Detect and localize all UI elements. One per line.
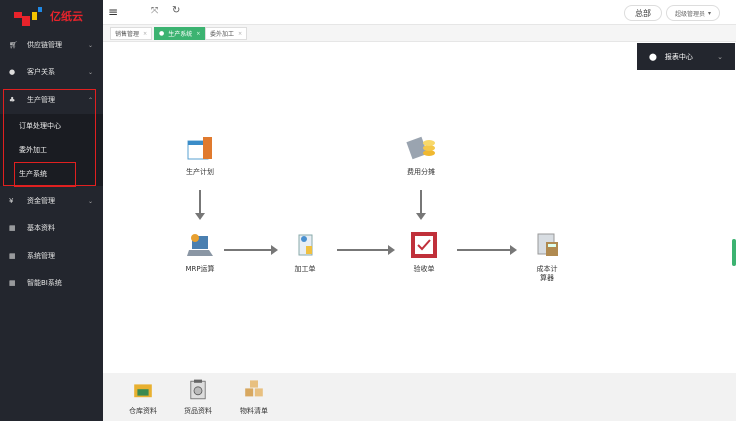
- caret-down-icon: ▾: [708, 9, 712, 17]
- menu-toggle-icon[interactable]: ≡: [108, 5, 119, 19]
- sidebar-item-basic-data[interactable]: ▦基本资料: [9, 224, 55, 232]
- refresh-icon[interactable]: ↻: [172, 5, 181, 16]
- sidebar-item-system[interactable]: ▦系统管理: [9, 252, 55, 260]
- user-menu-button[interactable]: 超级管理员▾: [666, 5, 720, 21]
- arrowhead-icon: [271, 245, 278, 255]
- flow-cost-allocation[interactable]: 费用分摊: [391, 133, 451, 177]
- arrow-right: [337, 249, 389, 251]
- calculator-icon: [537, 233, 558, 256]
- sidebar-item-finance[interactable]: ¥资金管理⌄: [9, 197, 93, 205]
- branch-button[interactable]: 总部: [624, 5, 662, 21]
- chevron-down-icon: ⌄: [87, 197, 93, 205]
- quick-link-warehouse[interactable]: 仓库资料: [113, 378, 173, 416]
- arrowhead-icon: [416, 213, 426, 220]
- active-dot-icon: ●: [159, 30, 165, 37]
- close-icon[interactable]: ×: [143, 30, 148, 37]
- clipboard-icon: [190, 379, 206, 400]
- sitemap-icon: ♣: [9, 96, 16, 104]
- warehouse-icon: [134, 384, 152, 398]
- users-icon: ●: [9, 68, 16, 76]
- boxes-icon: [245, 380, 263, 397]
- mrp-laptop-icon: [187, 234, 213, 256]
- arrow-down: [420, 190, 422, 214]
- report-center-dropdown[interactable]: ⬤ 报表中心 ⌄: [637, 43, 735, 70]
- tab-production-system[interactable]: ●生产系统×: [154, 27, 206, 40]
- chevron-down-icon: ⌄: [87, 41, 93, 49]
- arrow-right: [224, 249, 272, 251]
- arrow-right: [457, 249, 511, 251]
- quick-links-bar: 仓库资料 货品资料 物料清单: [103, 373, 736, 421]
- acceptance-form-icon: [411, 232, 437, 258]
- close-icon[interactable]: ×: [196, 30, 201, 37]
- logo-mark-icon: [14, 7, 42, 26]
- flow-acceptance[interactable]: 验收单: [394, 230, 454, 274]
- arrowhead-icon: [388, 245, 395, 255]
- grid-icon: ▦: [9, 224, 16, 232]
- sidebar-item-bi[interactable]: ▦智能BI系统: [9, 279, 62, 287]
- cart-icon: 🛒︎: [9, 41, 18, 49]
- tab-outsourcing[interactable]: 委外加工×: [205, 27, 248, 40]
- flow-cost-calculator[interactable]: 成本计算器: [517, 230, 577, 283]
- flow-mrp[interactable]: MRP运算: [170, 230, 230, 274]
- sidebar-item-customer[interactable]: ●客户关系⌄: [9, 68, 93, 76]
- subitem-production-system[interactable]: 生产系统: [0, 162, 103, 186]
- close-icon[interactable]: ×: [238, 30, 243, 37]
- production-plan-icon: [187, 137, 212, 160]
- flow-work-order[interactable]: 加工单: [275, 230, 335, 274]
- arrowhead-icon: [510, 245, 517, 255]
- chevron-down-icon: ⌄: [717, 52, 723, 61]
- tab-bar: 销售管理× ●生产系统× 委外加工×: [103, 25, 736, 42]
- flow-plan[interactable]: 生产计划: [170, 133, 230, 177]
- tab-sales[interactable]: 销售管理×: [110, 27, 153, 40]
- yen-icon: ¥: [9, 197, 14, 205]
- fullscreen-icon[interactable]: ⤧: [151, 6, 159, 16]
- sidebar: 亿纸云 🛒︎供应链管理⌄ ●客户关系⌄ ♣生产管理⌃ 订单处理中心 委外加工 生…: [0, 0, 103, 421]
- quick-link-bom[interactable]: 物料清单: [224, 378, 284, 416]
- quick-link-goods[interactable]: 货品资料: [168, 378, 228, 416]
- subitem-outsourcing[interactable]: 委外加工: [0, 138, 103, 162]
- grid-icon: ▦: [9, 279, 16, 287]
- grid-icon: ▦: [9, 252, 16, 260]
- calculator-coins-icon: [406, 136, 435, 160]
- arrowhead-icon: [195, 213, 205, 220]
- location-pin-icon: ⬤: [649, 52, 657, 61]
- sidebar-item-production[interactable]: ♣生产管理⌃: [9, 96, 93, 104]
- arrow-down: [199, 190, 201, 214]
- logo: 亿纸云: [12, 6, 92, 28]
- scrollbar[interactable]: [732, 239, 736, 266]
- chevron-down-icon: ⌄: [87, 68, 93, 76]
- chevron-up-icon: ⌃: [87, 96, 93, 104]
- sidebar-item-supply-chain[interactable]: 🛒︎供应链管理⌄: [9, 41, 93, 49]
- top-header: ≡ ⤧ ↻ 总部 超级管理员▾: [103, 0, 736, 25]
- subitem-order-center[interactable]: 订单处理中心: [0, 114, 103, 138]
- work-order-icon: [298, 234, 313, 256]
